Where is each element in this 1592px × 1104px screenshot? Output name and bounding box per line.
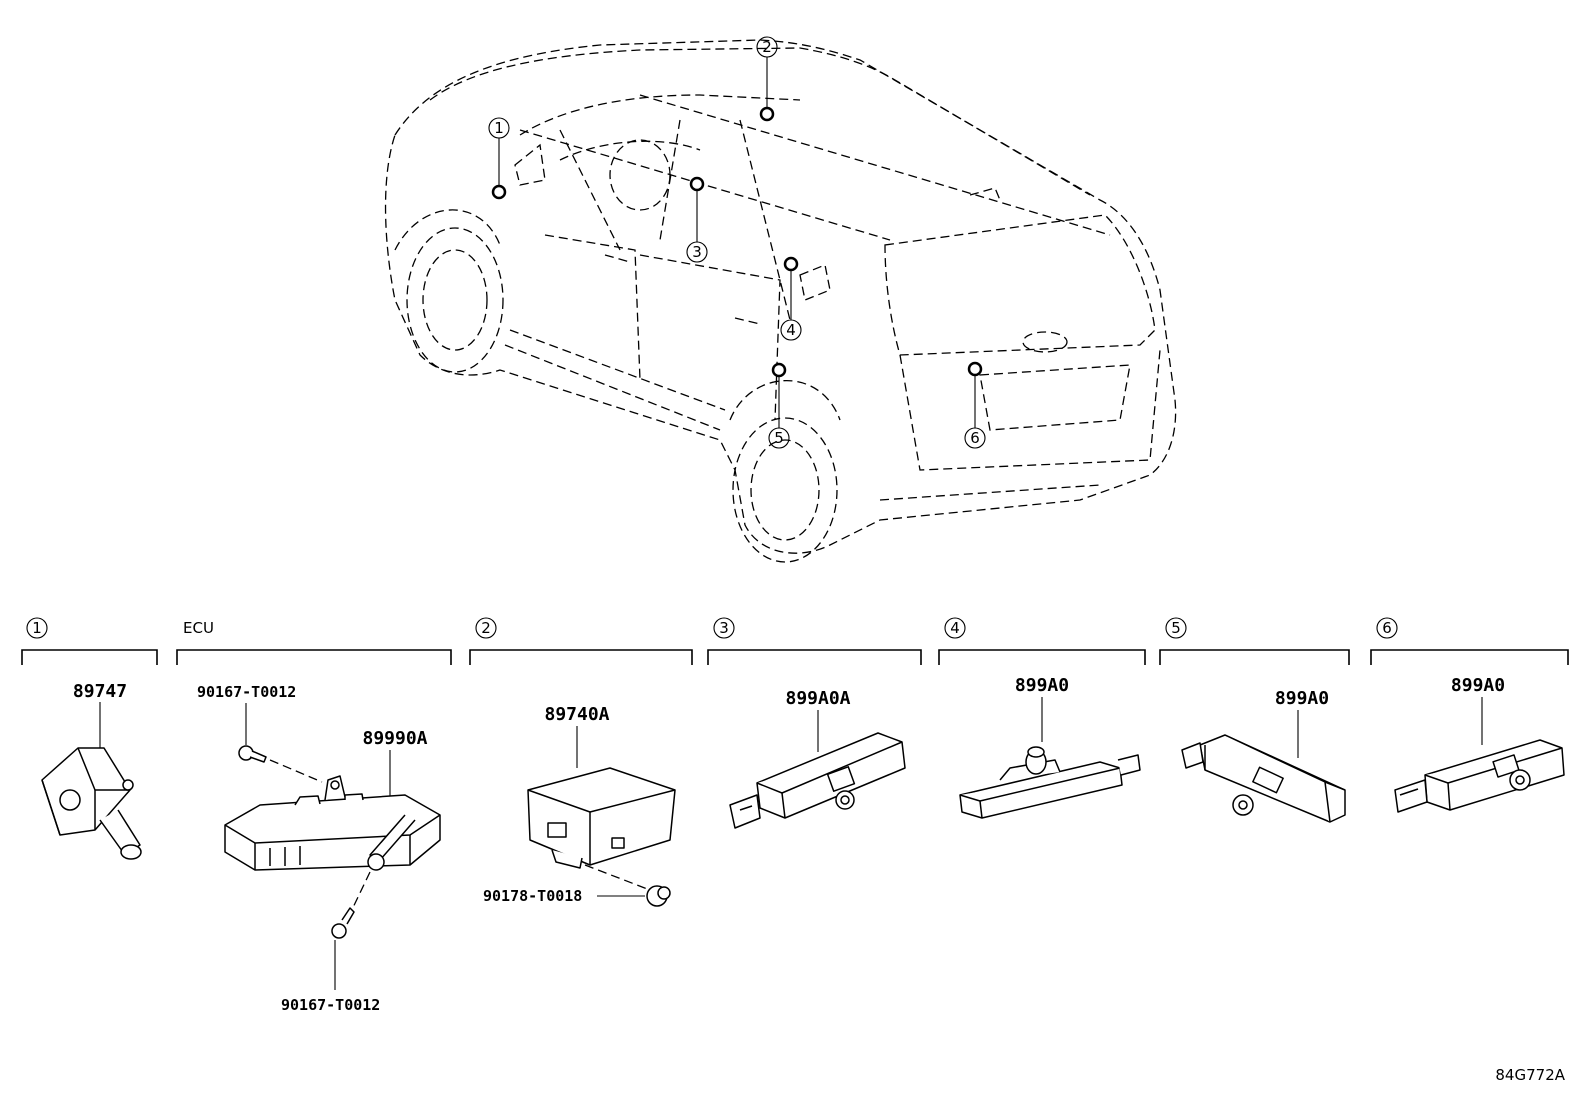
part-899A0-5[interactable]: 899A0 — [1181, 688, 1346, 823]
svg-text:5: 5 — [774, 429, 784, 447]
svg-text:4: 4 — [950, 619, 960, 637]
vehicle-illustration — [384, 39, 1177, 563]
part-89747-drawing — [41, 747, 142, 860]
antenna-drawing-4 — [959, 746, 1141, 819]
part-899A0A[interactable]: 899A0A — [729, 688, 906, 829]
part-number-89747: 89747 — [73, 681, 127, 702]
part-89747[interactable]: 89747 — [41, 681, 142, 860]
svg-text:3: 3 — [692, 243, 702, 261]
diagram-code: 84G772A — [1495, 1066, 1565, 1084]
part-number-89740A: 89740A — [544, 704, 609, 725]
vehicle-callouts: 1 2 3 4 5 6 — [488, 36, 986, 449]
svg-text:4: 4 — [786, 321, 796, 339]
location-callout-6[interactable]: 6 — [964, 361, 986, 449]
antenna-drawing-3 — [729, 732, 906, 829]
group-header-ecu: ECU — [176, 619, 452, 665]
part-number-899A0-5: 899A0 — [1275, 688, 1329, 709]
group-headers: 1 ECU 2 3 4 5 — [21, 617, 1569, 665]
svg-text:3: 3 — [719, 619, 729, 637]
location-callout-3[interactable]: 3 — [686, 176, 708, 263]
part-899A0-6[interactable]: 899A0 — [1394, 675, 1565, 813]
part-number-90178-T0018: 90178-T0018 — [483, 887, 582, 905]
svg-text:5: 5 — [1171, 619, 1181, 637]
svg-text:1: 1 — [494, 119, 504, 137]
bolt-bottom-drawing — [331, 907, 355, 939]
nut-drawing — [646, 885, 671, 907]
part-number-90167-T0012-top: 90167-T0012 — [197, 683, 296, 701]
ecu-drawing — [224, 775, 441, 871]
svg-text:2: 2 — [481, 619, 491, 637]
location-callout-5[interactable]: 5 — [768, 362, 790, 449]
part-90167-T0012-bottom[interactable]: 90167-T0012 — [281, 871, 380, 1014]
part-number-90167-T0012-bottom: 90167-T0012 — [281, 996, 380, 1014]
part-number-899A0A: 899A0A — [785, 688, 850, 709]
svg-text:6: 6 — [1382, 619, 1392, 637]
part-899A0-4[interactable]: 899A0 — [959, 675, 1141, 819]
part-number-89990A: 89990A — [362, 728, 427, 749]
location-callout-1[interactable]: 1 — [488, 117, 510, 200]
part-number-899A0-6: 899A0 — [1451, 675, 1505, 696]
group-header-4: 4 — [938, 617, 1146, 665]
part-89740A[interactable]: 89740A — [527, 704, 676, 891]
antenna-drawing-5 — [1181, 734, 1346, 823]
part-90167-T0012-top[interactable]: 90167-T0012 — [197, 683, 323, 783]
part-89990A[interactable]: 89990A — [224, 728, 441, 871]
location-callout-4[interactable]: 4 — [780, 256, 802, 341]
svg-text:6: 6 — [970, 429, 980, 447]
group-header-1: 1 — [21, 617, 158, 665]
svg-text:ECU: ECU — [183, 619, 214, 637]
bolt-top-drawing — [238, 745, 267, 763]
group-header-6: 6 — [1370, 617, 1569, 665]
module-drawing — [527, 767, 676, 869]
svg-text:2: 2 — [762, 38, 772, 56]
part-number-899A0-4: 899A0 — [1015, 675, 1069, 696]
group-header-3: 3 — [707, 617, 922, 665]
group-header-5: 5 — [1159, 617, 1350, 665]
group-header-2: 2 — [469, 617, 693, 665]
location-callout-2[interactable]: 2 — [756, 36, 778, 122]
antenna-drawing-6 — [1394, 739, 1565, 813]
svg-text:1: 1 — [32, 619, 42, 637]
part-90178-T0018[interactable]: 90178-T0018 — [483, 885, 671, 907]
